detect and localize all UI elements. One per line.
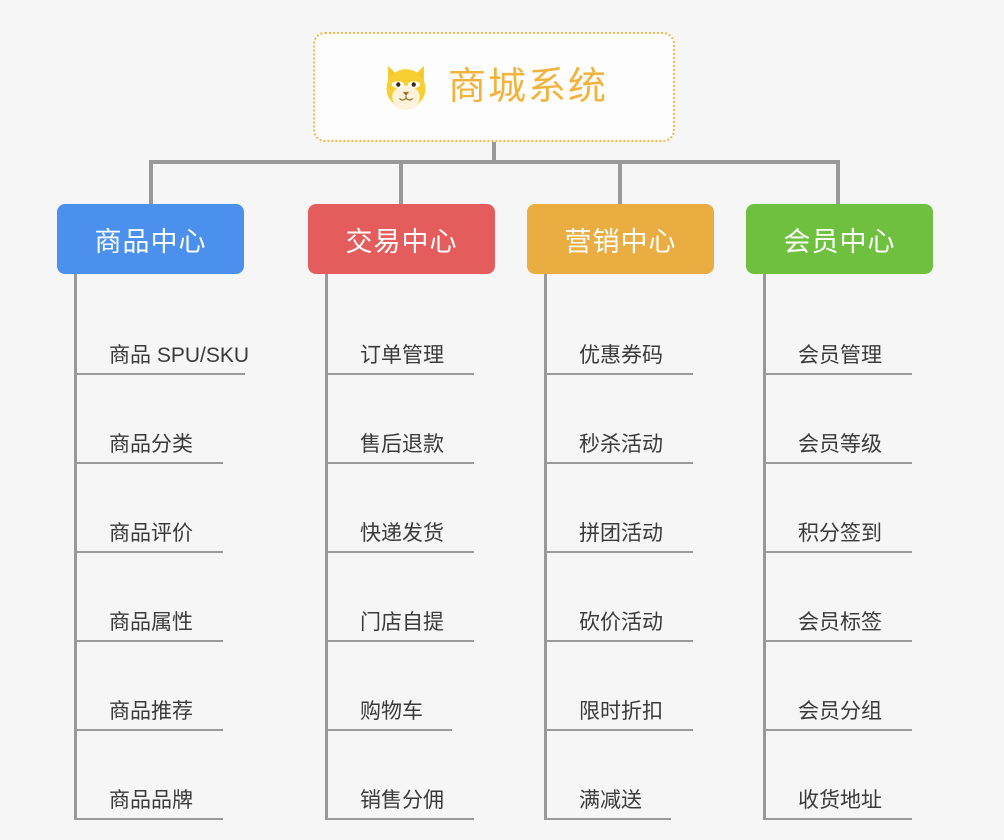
leaf-item[interactable]: 售后退款 [328,375,495,464]
leaf-label: 快递发货 [360,522,444,545]
branch-会员中心: 会员中心 会员管理 会员等级 积分签到 会员标签 会员分组 [746,204,933,820]
connector-horizontal-bus [149,160,840,164]
leaf-underline [547,462,693,464]
leaf-label: 商品属性 [109,611,193,634]
leaf-underline [547,551,693,553]
leaf-item[interactable]: 快递发货 [328,464,495,553]
leaf-item[interactable]: 会员标签 [766,553,933,642]
leaf-label: 商品分类 [109,433,193,456]
leaf-item[interactable]: 会员分组 [766,642,933,731]
leaf-label: 积分签到 [798,522,882,545]
leaf-label: 限时折扣 [579,700,663,723]
shiba-dog-face-icon [386,65,426,110]
leaf-underline [766,729,912,731]
leaf-item[interactable]: 销售分佣 [328,731,495,820]
leaf-item[interactable]: 限时折扣 [547,642,714,731]
leaf-label: 商品评价 [109,522,193,545]
leaf-underline [328,551,474,553]
leaf-label: 订单管理 [360,344,444,367]
root-node-商城系统[interactable]: 商城系统 [313,32,675,142]
leaf-item[interactable]: 会员管理 [766,286,933,375]
leaf-label: 拼团活动 [579,522,663,545]
leaf-underline [77,373,245,375]
leaf-item[interactable]: 秒杀活动 [547,375,714,464]
leaf-label: 商品品牌 [109,789,193,812]
leaf-underline [77,462,223,464]
leaf-list-3: 会员管理 会员等级 积分签到 会员标签 会员分组 收货地址 [763,274,933,820]
leaf-item[interactable]: 满减送 [547,731,714,820]
leaf-list-2: 优惠券码 秒杀活动 拼团活动 砍价活动 限时折扣 满减送 [544,274,714,820]
leaf-item[interactable]: 商品属性 [77,553,244,642]
leaf-label: 会员标签 [798,611,882,634]
leaf-underline [547,818,671,820]
leaf-underline [547,373,693,375]
leaf-underline [766,818,912,820]
leaf-item[interactable]: 商品评价 [77,464,244,553]
leaf-item[interactable]: 订单管理 [328,286,495,375]
leaf-underline [328,818,474,820]
connector-drop-1 [149,160,153,206]
branch-营销中心: 营销中心 优惠券码 秒杀活动 拼团活动 砍价活动 限时折扣 [527,204,714,820]
leaf-underline [77,551,223,553]
leaf-label: 会员等级 [798,433,882,456]
leaf-underline [766,551,912,553]
leaf-item[interactable]: 商品品牌 [77,731,244,820]
leaf-list-0: 商品 SPU/SKU 商品分类 商品评价 商品属性 商品推荐 商品品牌 [74,274,249,820]
leaf-item[interactable]: 商品 SPU/SKU [77,286,249,375]
branch-header-0[interactable]: 商品中心 [57,204,244,274]
connector-drop-4 [836,160,840,206]
connector-drop-2 [399,160,403,206]
leaf-label: 会员管理 [798,344,882,367]
connector-drop-3 [618,160,622,206]
leaf-underline [328,373,474,375]
leaf-label: 商品 SPU/SKU [109,344,250,367]
leaf-item[interactable]: 门店自提 [328,553,495,642]
leaf-item[interactable]: 收货地址 [766,731,933,820]
leaf-underline [328,729,452,731]
leaf-item[interactable]: 商品推荐 [77,642,244,731]
leaf-label: 优惠券码 [579,344,663,367]
leaf-underline [328,640,474,642]
leaf-label: 秒杀活动 [579,433,663,456]
root-title: 商城系统 [447,66,608,108]
leaf-label: 销售分佣 [360,789,444,812]
leaf-underline [766,373,912,375]
leaf-item[interactable]: 商品分类 [77,375,244,464]
branch-商品中心: 商品中心 商品 SPU/SKU 商品分类 商品评价 商品属性 商品推荐 [57,204,249,820]
branch-header-2[interactable]: 营销中心 [527,204,714,274]
leaf-underline [766,462,912,464]
branch-交易中心: 交易中心 订单管理 售后退款 快递发货 门店自提 购物车 [308,204,495,820]
leaf-label: 门店自提 [360,611,444,634]
leaf-label: 砍价活动 [579,611,663,634]
connector-root-stem [492,142,496,164]
leaf-label: 收货地址 [798,789,882,812]
branch-header-1[interactable]: 交易中心 [308,204,495,274]
leaf-item[interactable]: 购物车 [328,642,495,731]
leaf-label: 满减送 [579,789,642,812]
leaf-underline [77,640,223,642]
leaf-underline [77,818,223,820]
leaf-underline [328,462,474,464]
leaf-underline [547,640,693,642]
leaf-item[interactable]: 会员等级 [766,375,933,464]
leaf-item[interactable]: 拼团活动 [547,464,714,553]
leaf-label: 商品推荐 [109,700,193,723]
branch-header-3[interactable]: 会员中心 [746,204,933,274]
leaf-item[interactable]: 砍价活动 [547,553,714,642]
leaf-underline [766,640,912,642]
leaf-label: 购物车 [360,700,423,723]
leaf-underline [547,729,693,731]
leaf-item[interactable]: 积分签到 [766,464,933,553]
leaf-list-1: 订单管理 售后退款 快递发货 门店自提 购物车 销售分佣 [325,274,495,820]
leaf-label: 售后退款 [360,433,444,456]
leaf-underline [77,729,223,731]
leaf-item[interactable]: 优惠券码 [547,286,714,375]
leaf-label: 会员分组 [798,700,882,723]
